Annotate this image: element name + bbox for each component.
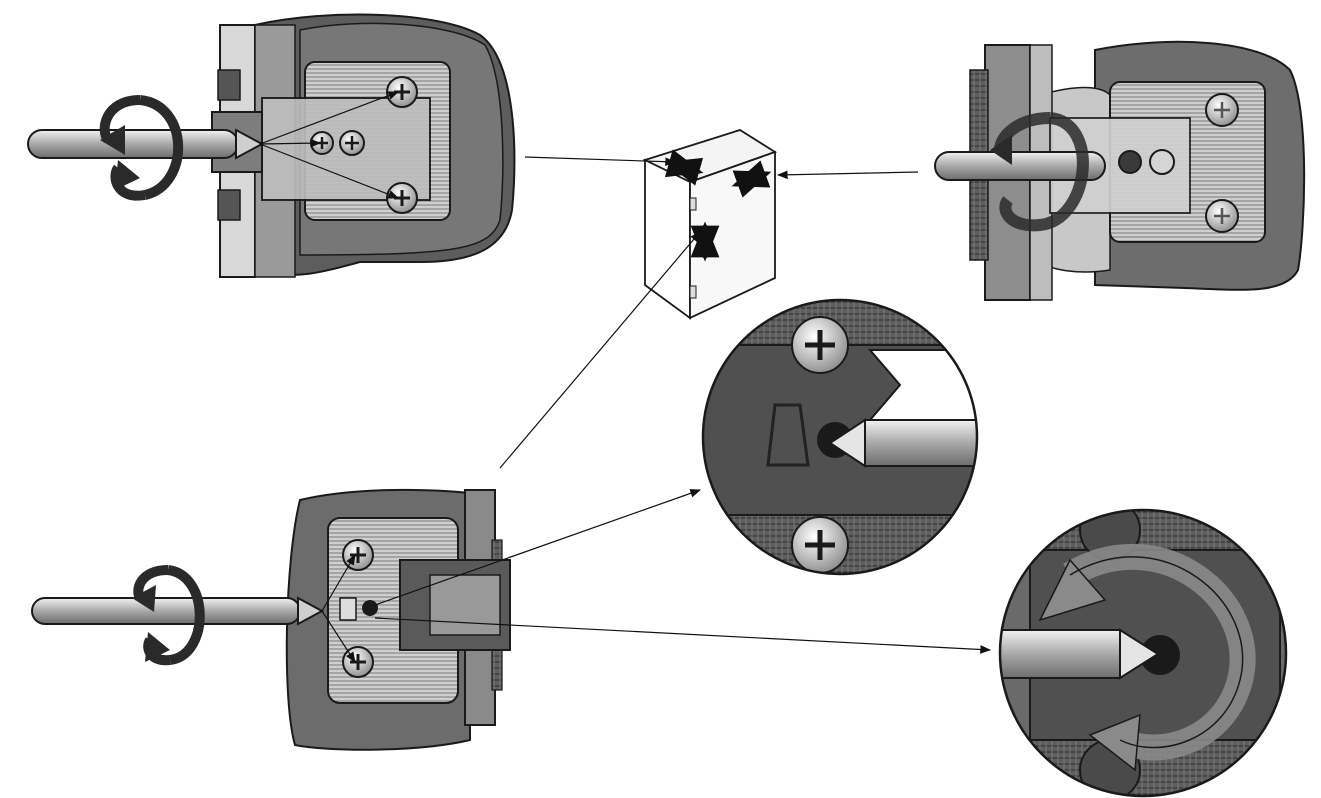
cabinet-overview [499,129,919,469]
screwdriver-shaft [27,129,239,159]
screwdriver-shaft [934,151,1106,181]
hinge-view-top-right [934,40,1306,301]
rotation-arrow-icon [166,565,205,665]
detail-zoom-upper [701,298,979,576]
rotation-arrow-icon [999,112,1089,232]
side-arrow-icon [731,160,772,198]
detail-zoom-lower [998,508,1288,798]
screwdriver-shaft [31,597,301,625]
hinge-view-top-left [27,13,516,278]
rotation-arrow-icon [139,95,184,200]
hinge-view-bottom-left [31,488,992,751]
